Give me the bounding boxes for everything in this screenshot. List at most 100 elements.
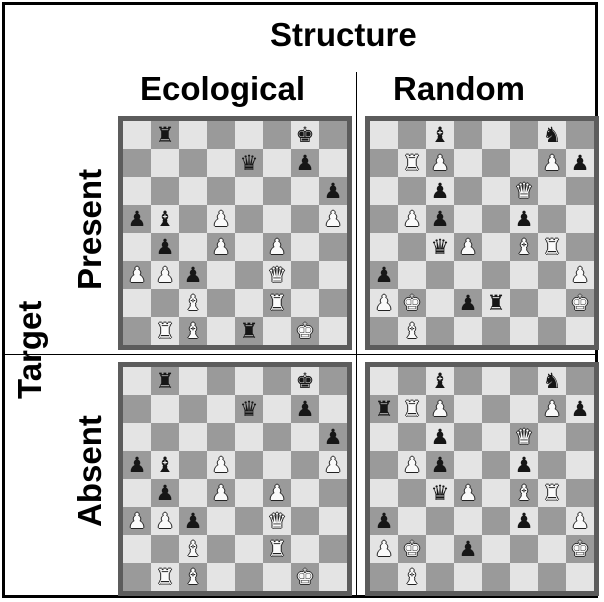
board-square: ♜ (398, 395, 426, 423)
white-rook-icon: ♜ (403, 399, 422, 420)
black-pawn-icon: ♟ (156, 483, 175, 504)
board-square (151, 149, 179, 177)
board-square: ♟ (319, 423, 347, 451)
black-pawn-icon: ♟ (515, 209, 534, 230)
black-rook-icon: ♜ (375, 399, 394, 420)
board-square (370, 233, 398, 261)
board-square (319, 289, 347, 317)
board-square: ♝ (426, 367, 454, 395)
board-square (319, 317, 347, 345)
black-queen-icon: ♛ (240, 153, 259, 174)
board-square (398, 177, 426, 205)
board-square (538, 451, 566, 479)
board-square (151, 289, 179, 317)
present-row-heading: Present (71, 170, 109, 290)
white-bishop-icon: ♝ (184, 567, 203, 588)
board-square (123, 233, 151, 261)
board-square (510, 535, 538, 563)
board-square (482, 205, 510, 233)
board-square (291, 451, 319, 479)
black-pawn-icon: ♟ (571, 153, 590, 174)
board-square: ♟ (207, 479, 235, 507)
white-pawn-icon: ♟ (403, 455, 422, 476)
black-rook-icon: ♜ (156, 125, 175, 146)
white-king-icon: ♚ (571, 293, 590, 314)
board-square (426, 535, 454, 563)
board-square (454, 451, 482, 479)
board-square (538, 205, 566, 233)
board-square (123, 563, 151, 591)
board-square: ♟ (426, 205, 454, 233)
black-bishop-icon: ♝ (431, 371, 450, 392)
board-square (482, 233, 510, 261)
board-square (538, 261, 566, 289)
board-square (370, 317, 398, 345)
board-square: ♛ (263, 261, 291, 289)
board-square (207, 177, 235, 205)
white-king-icon: ♚ (571, 539, 590, 560)
board-square (566, 479, 594, 507)
board-square (179, 479, 207, 507)
board-square (319, 121, 347, 149)
white-pawn-icon: ♟ (212, 455, 231, 476)
board-square (179, 121, 207, 149)
white-rook-icon: ♜ (543, 237, 562, 258)
board-square: ♚ (291, 367, 319, 395)
board-square: ♟ (179, 261, 207, 289)
board-square (510, 121, 538, 149)
board-square: ♜ (151, 563, 179, 591)
black-knight-icon: ♞ (543, 125, 562, 146)
board-square (207, 535, 235, 563)
black-pawn-icon: ♟ (128, 209, 147, 230)
board-square (482, 395, 510, 423)
white-pawn-icon: ♟ (324, 455, 343, 476)
black-pawn-icon: ♟ (375, 511, 394, 532)
white-pawn-icon: ♟ (212, 237, 231, 258)
board-square (454, 563, 482, 591)
board-square: ♚ (291, 563, 319, 591)
board-square (319, 395, 347, 423)
black-bishop-icon: ♝ (156, 455, 175, 476)
board-square (370, 205, 398, 233)
black-queen-icon: ♛ (240, 399, 259, 420)
board-square (566, 205, 594, 233)
board-square (454, 121, 482, 149)
board-square (207, 507, 235, 535)
white-pawn-icon: ♟ (375, 293, 394, 314)
board-square (319, 261, 347, 289)
white-queen-icon: ♛ (515, 427, 534, 448)
board-random-present: ♝♞♜♟♟♟♟♛♟♟♟♛♟♝♜♟♟♟♚♟♜♚♝ (365, 116, 599, 350)
board-square (538, 535, 566, 563)
board-square: ♟ (510, 507, 538, 535)
board-square: ♟ (179, 507, 207, 535)
board-square (482, 121, 510, 149)
board-square (263, 149, 291, 177)
black-pawn-icon: ♟ (324, 427, 343, 448)
absent-row-heading: Absent (71, 427, 109, 527)
board-random-absent: ♝♞♜♜♟♟♟♟♛♟♟♟♛♟♝♜♟♟♟♟♚♟♚♝ (365, 362, 599, 596)
white-pawn-icon: ♟ (459, 237, 478, 258)
black-pawn-icon: ♟ (431, 427, 450, 448)
board-square (179, 149, 207, 177)
board-square: ♚ (398, 535, 426, 563)
black-pawn-icon: ♟ (431, 455, 450, 476)
board-square (454, 423, 482, 451)
board-square (482, 451, 510, 479)
board-square: ♟ (319, 205, 347, 233)
white-queen-icon: ♛ (268, 265, 287, 286)
board-square (482, 507, 510, 535)
board-square: ♜ (482, 289, 510, 317)
board-square: ♚ (566, 535, 594, 563)
board-square: ♟ (123, 507, 151, 535)
board-square (370, 563, 398, 591)
white-bishop-icon: ♝ (403, 321, 422, 342)
black-pawn-icon: ♟ (375, 265, 394, 286)
board-square (319, 563, 347, 591)
board-square (319, 149, 347, 177)
white-queen-icon: ♛ (268, 511, 287, 532)
board-square: ♜ (538, 479, 566, 507)
white-pawn-icon: ♟ (156, 265, 175, 286)
white-pawn-icon: ♟ (212, 209, 231, 230)
board-square (398, 507, 426, 535)
board-square (179, 451, 207, 479)
